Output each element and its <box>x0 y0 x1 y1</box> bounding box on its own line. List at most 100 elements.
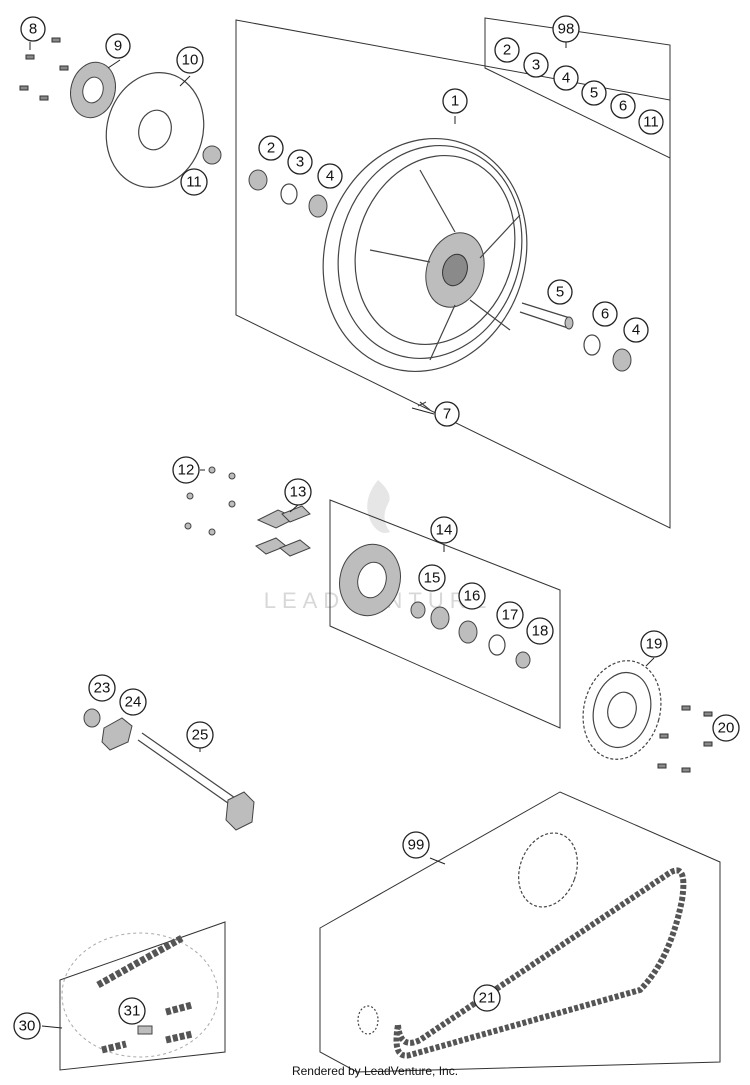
callout-23[interactable]: 23 <box>88 674 116 702</box>
callout-7-label: 7 <box>443 406 451 423</box>
nuts-12 <box>184 466 236 536</box>
callout-19[interactable]: 19 <box>640 630 668 658</box>
callout-11-disc-label: 11 <box>186 174 202 191</box>
bearing-16a <box>430 606 450 630</box>
callout-21[interactable]: 21 <box>473 984 501 1012</box>
callout-98[interactable]: 98 <box>552 15 580 43</box>
callout-98-item-2[interactable]: 2 <box>494 37 520 63</box>
callout-10-label: 10 <box>182 52 199 69</box>
callout-15[interactable]: 15 <box>418 564 446 592</box>
callout-99[interactable]: 99 <box>402 831 430 859</box>
callout-30[interactable]: 30 <box>13 1012 41 1040</box>
damper-rubbers <box>255 505 311 557</box>
callout-18[interactable]: 18 <box>526 617 554 645</box>
callout-30-label: 30 <box>19 1018 36 1035</box>
chain-link-panel <box>59 921 226 1071</box>
chain-kit-sprocket <box>518 832 578 908</box>
callout-31-label: 31 <box>124 1003 141 1020</box>
callout-31[interactable]: 31 <box>118 997 146 1025</box>
callout-4-left[interactable]: 4 <box>317 163 343 189</box>
callout-6-label: 6 <box>601 306 609 323</box>
spacer-15 <box>410 601 426 619</box>
callout-15-label: 15 <box>424 570 441 587</box>
bearing-4-left <box>308 194 328 218</box>
callout-17-label: 17 <box>502 607 519 624</box>
callout-13[interactable]: 13 <box>284 478 312 506</box>
spacer-18 <box>515 651 531 669</box>
callout-23-label: 23 <box>94 680 111 697</box>
rear-sprocket <box>582 660 662 760</box>
chain-loop <box>61 932 219 1058</box>
callout-98-item-11[interactable]: 11 <box>638 109 664 135</box>
rear-axle <box>137 732 255 831</box>
spacer-tube <box>519 302 574 330</box>
callout-7[interactable]: 7 <box>434 401 460 427</box>
spacer-6 <box>583 334 601 356</box>
callout-19-label: 19 <box>646 636 663 653</box>
sprocket-carrier <box>339 543 401 617</box>
callout-5-label: 5 <box>556 284 564 301</box>
callout-18-label: 18 <box>532 623 549 640</box>
callout-8-label: 8 <box>29 21 37 38</box>
callout-12-label: 12 <box>178 462 195 479</box>
callout-3[interactable]: 3 <box>287 149 313 175</box>
callout-98-item-3-label: 3 <box>532 57 540 74</box>
footer-credit: Rendered by LeadVenture, Inc. <box>291 1064 459 1078</box>
disc-bolts <box>19 37 69 101</box>
callout-14-label: 14 <box>436 522 453 539</box>
callout-98-item-5[interactable]: 5 <box>581 80 607 106</box>
callout-17[interactable]: 17 <box>496 601 524 629</box>
callout-99-label: 99 <box>408 837 425 854</box>
callout-5[interactable]: 5 <box>547 279 573 305</box>
callout-24-label: 24 <box>125 694 142 711</box>
callout-25[interactable]: 25 <box>186 721 214 749</box>
callout-14[interactable]: 14 <box>430 516 458 544</box>
disc-carrier <box>70 61 116 119</box>
kit98-panel <box>484 17 671 159</box>
circlip-3 <box>280 183 298 205</box>
chain-kit-panel <box>319 791 721 1073</box>
valve <box>417 401 431 411</box>
spacer-11 <box>202 145 222 165</box>
callout-12[interactable]: 12 <box>172 456 200 484</box>
callout-9[interactable]: 9 <box>105 33 131 59</box>
callout-16-label: 16 <box>464 588 481 605</box>
bearing-2 <box>248 169 268 191</box>
callout-10[interactable]: 10 <box>176 46 204 74</box>
callout-98-item-5-label: 5 <box>590 85 598 102</box>
callout-16[interactable]: 16 <box>458 582 486 610</box>
seal-17 <box>488 634 506 656</box>
callout-24[interactable]: 24 <box>119 688 147 716</box>
callout-98-label: 98 <box>558 21 575 38</box>
callout-9-label: 9 <box>114 38 122 55</box>
axle-nut <box>83 708 101 728</box>
callout-20[interactable]: 20 <box>712 714 740 742</box>
wheel-panel <box>235 19 671 529</box>
callout-6[interactable]: 6 <box>592 301 618 327</box>
bearing-4-right <box>612 348 632 372</box>
callout-98-item-3[interactable]: 3 <box>523 52 549 78</box>
rear-wheel <box>322 137 528 373</box>
callout-8[interactable]: 8 <box>20 16 46 42</box>
drive-chain <box>393 867 687 1059</box>
chain-segment <box>96 934 184 989</box>
callout-98-item-4[interactable]: 4 <box>553 65 579 91</box>
callout-98-item-11-label: 11 <box>643 114 659 131</box>
callout-11-disc[interactable]: 11 <box>180 168 208 196</box>
callout-98-item-2-label: 2 <box>503 42 511 59</box>
callout-4-left-label: 4 <box>326 168 334 185</box>
callout-25-label: 25 <box>192 727 209 744</box>
callout-4-right[interactable]: 4 <box>623 317 649 343</box>
front-sprocket <box>357 1005 379 1035</box>
callout-98-item-6[interactable]: 6 <box>610 93 636 119</box>
callout-1[interactable]: 1 <box>442 88 468 114</box>
callout-2[interactable]: 2 <box>258 135 284 161</box>
brake-disc <box>105 72 205 188</box>
callout-2-label: 2 <box>267 140 275 157</box>
leader-lines <box>29 42 712 1029</box>
connecting-links <box>101 1001 193 1054</box>
callout-4-right-label: 4 <box>632 322 640 339</box>
hub-panel <box>329 499 561 729</box>
bearing-16b <box>458 620 478 644</box>
